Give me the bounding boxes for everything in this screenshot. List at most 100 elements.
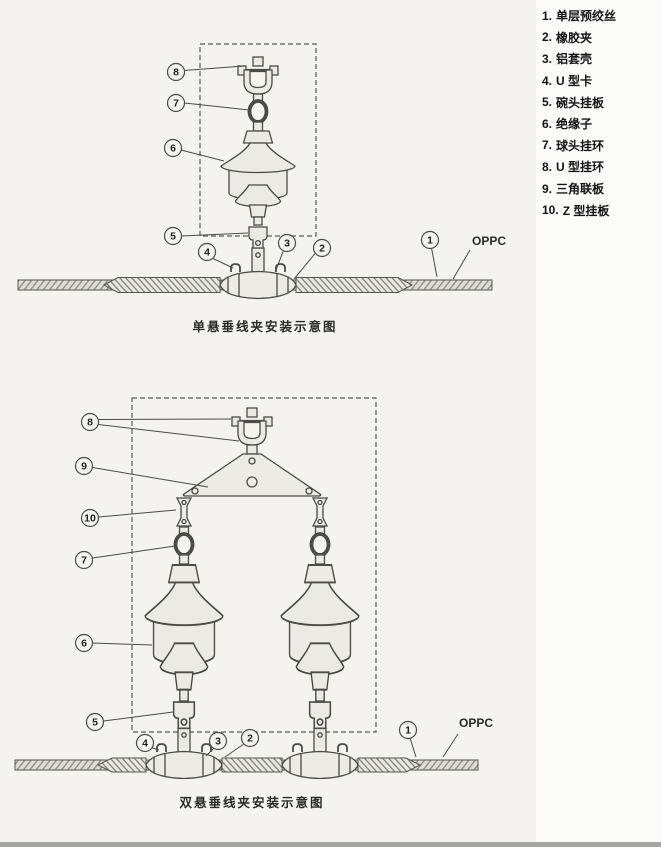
leader-line (103, 711, 174, 722)
callout-number: 7 (81, 555, 87, 567)
legend-item-number: 8. (542, 159, 553, 174)
callout-number: 5 (92, 717, 98, 729)
leader-line (92, 545, 176, 559)
u-shackle-top (230, 406, 274, 447)
legend-item-number: 3. (542, 51, 553, 66)
legend-item-6: 6. 绝缘子 (542, 113, 661, 135)
callout-number: 4 (204, 247, 210, 259)
double-clamp-diagram: 8 9 10 7 6 5 4 3 2 (14, 397, 493, 810)
callout-number: 3 (215, 736, 221, 748)
callout-number: 2 (319, 243, 325, 255)
leader-line (293, 252, 316, 280)
callout-number: 10 (84, 513, 96, 525)
callout-3: 3 (208, 731, 228, 751)
callout-4: 4 (135, 733, 155, 753)
single-clamp-diagram: 8 7 6 5 4 3 2 1 OPPC 单悬垂线夹 (17, 43, 506, 334)
dashed-boundary (199, 43, 317, 237)
callout-number: 8 (173, 67, 179, 79)
legend-item-number: 5. (542, 95, 553, 110)
leader-line (431, 247, 438, 278)
leader-line (409, 737, 417, 758)
legend-item-2: 2. 橡胶夹 (542, 27, 661, 49)
insulator-right (280, 564, 360, 703)
legend-item-number: 10. (542, 203, 559, 218)
callout-7: 7 (74, 550, 94, 570)
callout-3: 3 (277, 233, 297, 253)
legend-item-5: 5. 碗头挂板 (542, 91, 661, 113)
legend-item-4: 4. U 型卡 (542, 70, 661, 92)
oppc-label: OPPC (459, 716, 493, 730)
callout-1: 1 (398, 720, 418, 740)
ball-eye-link (247, 92, 269, 133)
callout-5: 5 (163, 226, 183, 246)
suspension-clamp-right (281, 727, 359, 780)
legend: 1. 单层预绞丝 2. 橡胶夹 3. 铝套壳 4. U 型卡 5. 碗头挂板 6… (536, 0, 661, 221)
legend-item-label: U 型挂环 (556, 160, 605, 175)
legend-item-8: 8. U 型挂环 (542, 156, 661, 178)
leader-line (211, 257, 234, 269)
legend-item-number: 7. (542, 138, 553, 153)
callout-10: 10 (80, 508, 100, 528)
callout-number: 3 (284, 238, 290, 250)
leader-line (442, 733, 459, 758)
leader-line (92, 467, 209, 488)
socket-clevis-right (308, 701, 332, 730)
single-diagram-caption: 单悬垂线夹安装示意图 (192, 319, 337, 334)
callout-5: 5 (85, 712, 105, 732)
leader-line (98, 424, 240, 442)
leader-line (180, 149, 225, 162)
leader-line (183, 65, 245, 71)
legend-item-number: 9. (542, 181, 553, 196)
callout-number: 9 (81, 461, 87, 473)
callout-number: 7 (173, 98, 179, 110)
legend-item-3: 3. 铝套壳 (542, 48, 661, 70)
insulator-left (144, 564, 224, 703)
callout-number: 2 (247, 733, 253, 745)
oppc-label: OPPC (472, 234, 506, 248)
preformed-armor-middle (221, 757, 283, 773)
legend-item-7: 7. 球头挂环 (542, 135, 661, 157)
legend-item-label: 球头挂环 (556, 138, 605, 153)
double-diagram-caption: 双悬垂线夹安装示意图 (178, 795, 324, 810)
bottom-edge-bar (0, 842, 661, 847)
callout-1: 1 (420, 230, 440, 250)
legend-item-label: 单层预绞丝 (556, 9, 617, 24)
insulator (220, 130, 296, 226)
socket-clevis-left (172, 701, 196, 730)
leader-line (98, 418, 232, 420)
leader-line (98, 509, 177, 518)
yoke-connector (246, 444, 258, 455)
leader-line (205, 747, 215, 757)
legend-item-number: 2. (542, 30, 553, 45)
legend-item-label: 橡胶夹 (556, 30, 593, 45)
callout-8: 8 (166, 62, 186, 82)
legend-item-number: 1. (542, 8, 553, 23)
preformed-armor-right (357, 757, 422, 773)
z-plate-right (312, 497, 328, 527)
leader-line (224, 743, 245, 758)
callout-number: 6 (170, 143, 176, 155)
socket-clevis (248, 226, 268, 249)
suspension-clamp (219, 247, 297, 300)
installation-diagram-svg: 8 7 6 5 4 3 2 1 OPPC 单悬垂线夹 (14, 43, 506, 810)
callout-number: 1 (427, 235, 433, 247)
legend-item-label: U 型卡 (556, 74, 593, 89)
legend-panel: 1. 单层预绞丝 2. 橡胶夹 3. 铝套壳 4. U 型卡 5. 碗头挂板 6… (536, 0, 661, 847)
legend-item-label: Z 型挂板 (562, 203, 610, 218)
leader-line (275, 250, 284, 271)
preformed-armor-left (102, 277, 221, 293)
ball-eye-link-right (309, 525, 331, 566)
legend-item-number: 6. (542, 116, 553, 131)
u-shackle (236, 55, 280, 96)
legend-item-label: 碗头挂板 (556, 95, 605, 110)
callout-6: 6 (163, 138, 183, 158)
callout-2: 2 (240, 728, 260, 748)
callout-7: 7 (166, 93, 186, 113)
legend-item-label: 绝缘子 (556, 117, 593, 132)
z-plate-left (176, 497, 192, 527)
callout-6: 6 (74, 633, 94, 653)
triangle-yoke-plate (182, 453, 322, 497)
ball-eye-link-left (173, 525, 195, 566)
legend-item-1: 1. 单层预绞丝 (542, 5, 661, 27)
callout-9: 9 (74, 456, 94, 476)
